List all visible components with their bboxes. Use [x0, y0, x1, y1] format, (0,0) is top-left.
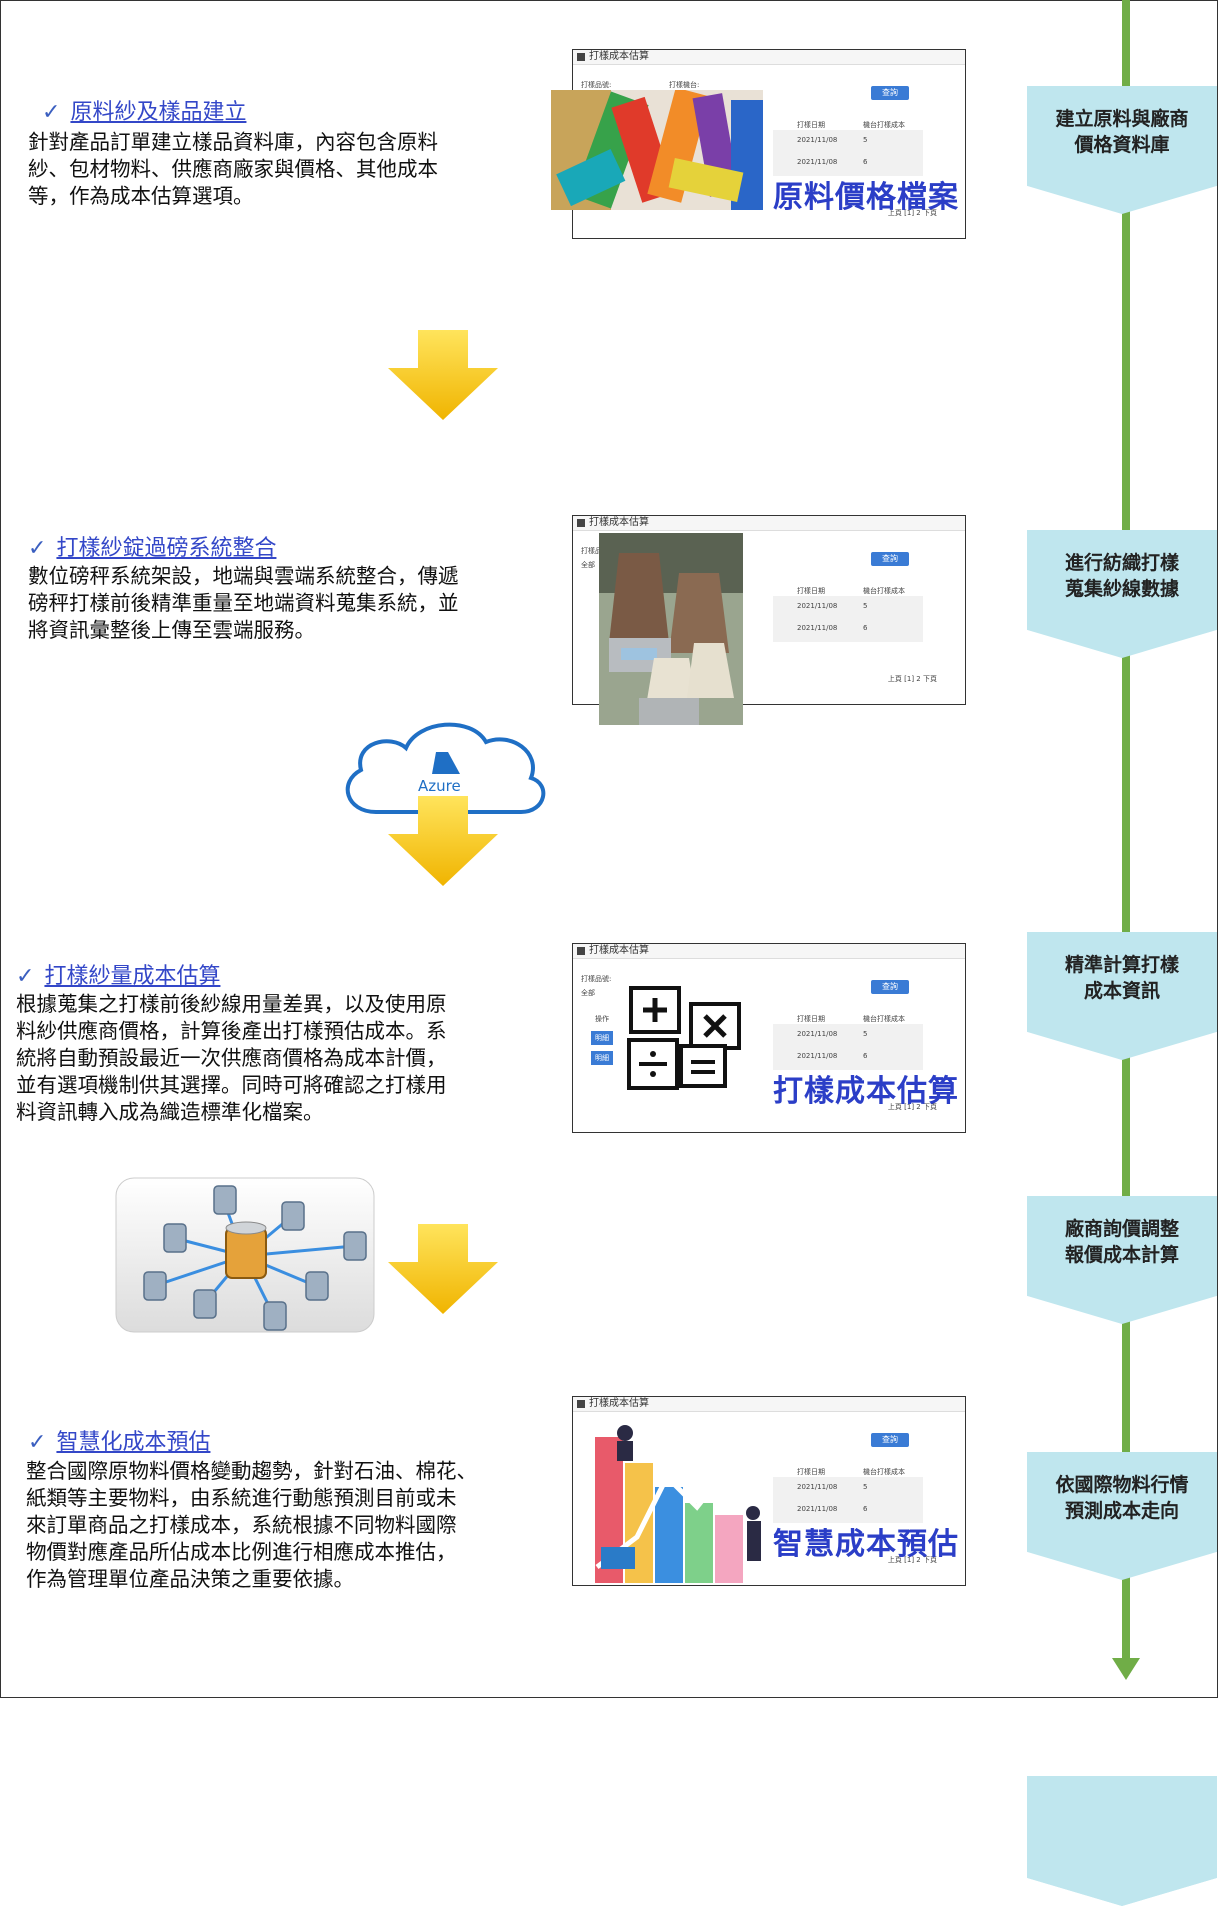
step3-heading: ✓ 打樣紗量成本估算 [16, 958, 220, 990]
col-header: 機台打樣成本 [863, 1468, 905, 1476]
col-header: 打樣日期 [797, 587, 825, 595]
timeline-step-label: 進行紡織打樣 蒐集紗線數據 [1064, 552, 1179, 600]
timeline-step-3: 精準計算打樣 成本資訊 [1027, 932, 1217, 1060]
timeline-step-4: 廠商詢價調整 報價成本計算 [1027, 1196, 1217, 1324]
field-label: 打樣品號: [581, 975, 612, 983]
check-icon: ✓ [28, 536, 47, 561]
timeline-step-2: 進行紡織打樣 蒐集紗線數據 [1027, 530, 1217, 658]
screen-title: 打樣成本估算 [573, 516, 965, 531]
down-arrow-icon [388, 330, 498, 420]
timeline-step-label: 依國際物料行情 預測成本走向 [1055, 1474, 1189, 1522]
pager[interactable]: 上頁 [1] 2 下頁 [887, 209, 937, 217]
step2-heading: ✓ 打樣紗錠過磅系統整合 [28, 530, 276, 562]
cell: 6 [863, 624, 868, 632]
page-frame [0, 0, 1218, 1698]
azure-label: Azure [418, 777, 461, 795]
col-header: 機台打樣成本 [863, 587, 905, 595]
check-icon: ✓ [16, 964, 35, 989]
cell: 2021/11/08 [797, 136, 838, 144]
table-body [773, 1024, 923, 1070]
field-label: 打樣品號: [581, 547, 612, 555]
yarn-spools-photo [551, 90, 763, 210]
col-header: 機台打樣成本 [863, 1015, 905, 1023]
query-button[interactable]: 查詢 [871, 980, 909, 994]
cell: 2021/11/08 [797, 1483, 838, 1491]
field-label: 打樣品號: [581, 81, 612, 89]
query-button[interactable]: 查詢 [871, 86, 909, 100]
cell: 2021/11/08 [797, 624, 838, 632]
step3-description: 根據蒐集之打樣前後紗線用量差異，以及使用原 料紗供應商價格，計算後產出打樣預估成… [16, 992, 447, 1124]
check-icon: ✓ [28, 1430, 47, 1455]
screenshot-2: 打樣成本估算 打樣品號: 全部 查詢 打樣日期 機台打樣成本 2021/11/0… [572, 515, 966, 725]
pager[interactable]: 上頁 [1] 2 下頁 [887, 1103, 937, 1111]
timeline-step-label: 精準計算打樣 成本資訊 [1064, 954, 1179, 1002]
cell: 5 [863, 1030, 868, 1038]
col-header: 打樣日期 [797, 1468, 825, 1476]
cell: 2021/11/08 [797, 158, 838, 166]
col-header: 打樣日期 [797, 1015, 825, 1023]
cell: 6 [863, 1505, 868, 1513]
select[interactable]: 全部 [581, 561, 595, 569]
scale-spools-photo [599, 533, 743, 725]
step2-title: 打樣紗錠過磅系統整合 [56, 536, 277, 561]
timeline-arrowhead [1112, 1658, 1140, 1680]
overlay-title: 打樣成本估算 [773, 1074, 959, 1109]
cell: 5 [863, 602, 868, 610]
down-arrow-icon [388, 796, 498, 886]
timeline-step-5: 依國際物料行情 預測成本走向 [1027, 1452, 1217, 1580]
screen-title: 打樣成本估算 [573, 1397, 965, 1412]
screen-title: 打樣成本估算 [573, 50, 965, 65]
table-body [773, 130, 923, 176]
field-label: 打樣機台: [669, 81, 700, 89]
screenshot-1: 打樣成本估算 打樣品號: 打樣機台: 查詢 打樣日期 機台打樣成本 2021/1… [551, 49, 966, 239]
step1-heading: ✓ 原料紗及樣品建立 [42, 94, 246, 126]
timeline-line [1122, 0, 1130, 1668]
detail-button[interactable]: 明細 [591, 1031, 613, 1045]
calculator-icon [627, 986, 741, 1090]
cell: 2021/11/08 [797, 1052, 838, 1060]
check-icon: ✓ [42, 100, 61, 125]
overlay-title: 原料價格檔案 [773, 180, 959, 215]
step4-heading: ✓ 智慧化成本預估 [28, 1424, 210, 1456]
screenshot-3: 打樣成本估算 打樣品號: 全部 查詢 操作 明細 明細 打樣日期 機台打樣成本 … [572, 943, 966, 1133]
table-body [773, 1477, 923, 1523]
cell: 2021/11/08 [797, 1505, 838, 1513]
screen-title: 打樣成本估算 [573, 944, 965, 959]
step1-title: 原料紗及樣品建立 [70, 100, 247, 125]
screenshot-4: 打樣成本估算 查詢 打樣日期 機台打樣成本 2021/11/08 5 2021/… [572, 1396, 966, 1586]
col-header: 操作 [595, 1015, 609, 1023]
detail-button[interactable]: 明細 [591, 1051, 613, 1065]
pager[interactable]: 上頁 [1] 2 下頁 [887, 675, 937, 683]
step2-description: 數位磅秤系統架設，地端與雲端系統整合，傳遞 磅秤打樣前後精準重量至地端資料蒐集系… [28, 564, 459, 642]
query-button[interactable]: 查詢 [871, 552, 909, 566]
cell: 2021/11/08 [797, 602, 838, 610]
select[interactable]: 全部 [581, 989, 595, 997]
timeline-step-label: 廠商詢價調整 報價成本計算 [1064, 1218, 1179, 1266]
col-header: 機台打樣成本 [863, 121, 905, 129]
step3-title: 打樣紗量成本估算 [44, 964, 221, 989]
timeline-step-1: 建立原料與廠商 價格資料庫 [1027, 86, 1217, 214]
growth-chart-illustration [595, 1425, 761, 1583]
pager[interactable]: 上頁 [1] 2 下頁 [887, 1556, 937, 1564]
cell: 2021/11/08 [797, 1030, 838, 1038]
cell: 5 [863, 136, 868, 144]
query-button[interactable]: 查詢 [871, 1433, 909, 1447]
cell: 5 [863, 1483, 868, 1491]
cell: 6 [863, 1052, 868, 1060]
step4-title: 智慧化成本預估 [56, 1430, 211, 1455]
azure-cloud-icon [345, 722, 546, 814]
step4-description: 整合國際原物料價格變動趨勢，針對石油、棉花、 紙類等主要物料，由系統進行動態預測… [26, 1459, 477, 1591]
overlay-title: 智慧成本預估 [773, 1527, 959, 1562]
cell: 6 [863, 158, 868, 166]
down-arrow-icon [388, 1224, 498, 1314]
step1-description: 針對產品訂單建立樣品資料庫，內容包含原料 紗、包材物料、供應商廠家與價格、其他成… [28, 130, 438, 208]
col-header: 打樣日期 [797, 121, 825, 129]
timeline-step-label: 建立原料與廠商 價格資料庫 [1055, 108, 1189, 156]
database-network-icon [115, 1177, 375, 1333]
table-body [773, 596, 923, 642]
